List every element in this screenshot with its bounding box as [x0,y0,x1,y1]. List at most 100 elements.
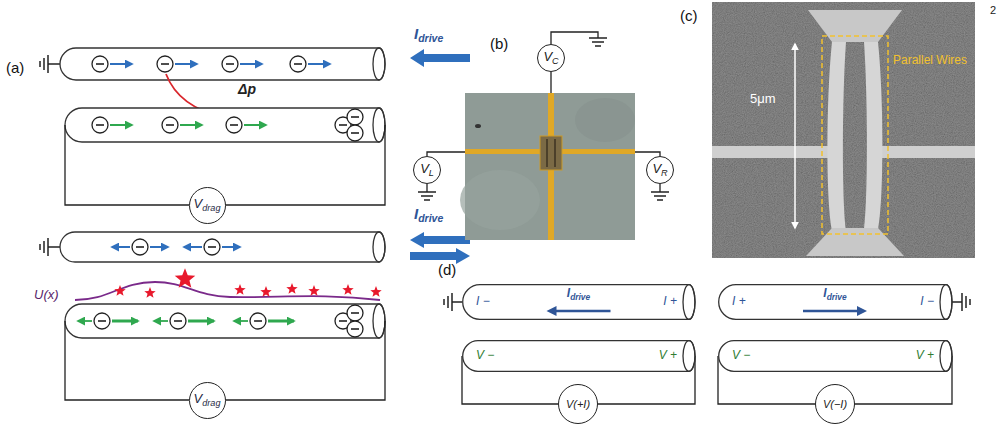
current-label: I [823,286,826,300]
impurity-star [144,287,155,298]
ground-symbol [40,238,60,256]
text-slot: I − [920,295,934,308]
electron-velocity [175,63,197,65]
page-number: 2 [990,4,996,16]
text-slot: V + [916,349,934,362]
current-label: drive [827,292,847,302]
label-group: 2 [990,4,996,16]
impurity-star [308,285,319,296]
terminal-label: I − [476,294,490,308]
ground-symbol [651,191,669,193]
sem-image [712,2,975,258]
ground-symbol [43,58,45,70]
drag-wire [65,108,385,142]
electron-velocity [78,321,294,322]
drive-current-arrow [555,310,611,313]
optical-image [546,139,548,167]
voltmeter-label: V [420,161,429,176]
electron [132,239,220,255]
ground-symbol [48,63,60,65]
ground-symbol [40,55,60,73]
electron [347,125,363,141]
drive-wire [60,48,385,80]
optical-image [554,139,556,167]
electron-velocity [244,124,266,126]
measurement-wire [427,32,660,192]
wire-shape [462,284,695,320]
electron-velocity [112,320,138,323]
voltmeter-circle: V(+I) [558,384,598,424]
drive-wire [373,232,385,262]
drag-wire: V −V + [462,340,695,372]
wire-end [683,285,695,320]
electron-velocity [110,124,266,126]
electron [94,305,363,337]
label-group: (d) [438,262,456,279]
ground-symbol [589,37,607,39]
ground-symbol [48,246,60,248]
terminal-label: I − [920,294,934,308]
electron-velocity [308,63,330,65]
potential-label: U(x) [34,287,59,302]
electron [92,56,306,72]
ground-symbol [654,195,666,197]
label-group: Parallel Wires [893,54,967,67]
optical-image [475,124,481,128]
wire-body [463,341,695,372]
terminal-label: I + [663,294,677,308]
text-slot: Idrive [567,287,590,302]
voltmeter-circle: V(−I) [815,384,855,424]
text-slot: Idrive [823,287,846,302]
drive-wire [60,232,385,262]
scale-arrow [794,44,796,228]
label-group: 5μm [750,92,776,106]
text-slot: V(+I) [566,399,590,410]
voltmeter-label: drag [202,203,220,213]
momentum-label: Δp [238,81,256,97]
drive-wire [373,48,385,80]
measurement-wire [551,32,598,93]
sem-image [712,146,836,158]
drive-current-arrow [803,310,859,313]
drive-wire: I +IdriveI − [718,284,952,320]
optical-image [540,136,562,170]
panel-label: (b) [490,35,508,52]
voltmeter-label: V(+I) [566,398,590,410]
sem-image [864,42,883,230]
impurity-star [114,285,125,296]
text-slot: Vdrag [194,392,221,408]
voltmeter-label: V [194,196,203,211]
ground-symbol [952,301,962,303]
electron-velocity [110,63,330,65]
sem-image [712,2,975,258]
text-slot: I − [476,295,490,308]
voltmeter-label: V [652,161,661,176]
electron [347,321,363,337]
panel-label: (d) [438,261,456,278]
text-slot: VR [652,162,667,178]
electron-velocity [268,320,294,323]
voltmeter-circle: VL [413,156,441,184]
drag-wire: V − V + [718,340,952,372]
electron [92,56,108,72]
current-label: I [414,25,418,42]
optical-image [460,93,635,240]
ground-symbol [39,61,41,67]
drag-wire [65,304,385,338]
electron [157,56,173,72]
ground-symbol [47,55,49,73]
electron [347,109,363,125]
ground-symbol [421,195,433,197]
text-slot: V − [732,349,750,362]
panel-label: (a) [6,59,24,76]
wire-end [940,285,952,320]
ground-symbol [452,301,462,303]
electron [170,313,186,329]
ground-symbol [595,45,601,47]
scale-label: 5μm [750,91,776,106]
electron [226,117,242,133]
ground-symbol [969,299,971,305]
electron [162,117,178,133]
impurity-star [286,283,297,294]
